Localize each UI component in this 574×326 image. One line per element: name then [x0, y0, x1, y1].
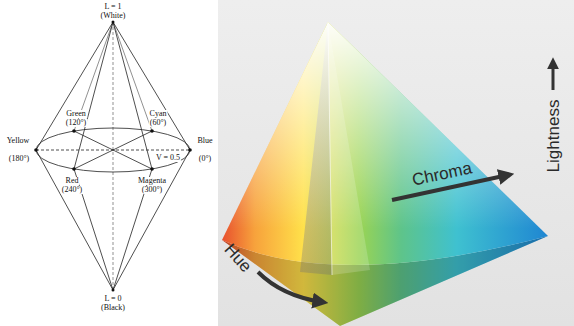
cone-edge — [36, 150, 113, 290]
hue-angle: (0°) — [198, 155, 213, 163]
axis-line — [113, 22, 114, 290]
lightness-arrow — [552, 62, 555, 90]
color-name: Blue — [196, 137, 213, 145]
hexcone-diagram — [36, 22, 190, 290]
spoke — [74, 150, 113, 169]
hue-arrow — [258, 272, 322, 302]
panel-background — [218, 0, 574, 326]
spoke — [74, 131, 113, 150]
lightness-value: L = 0 — [103, 295, 122, 303]
hue-angle: (120°) — [65, 119, 88, 127]
cone-edge — [113, 22, 152, 169]
cut-face — [328, 22, 370, 275]
hue-angle: (60°) — [149, 119, 168, 127]
hue-angle: (180°) — [8, 155, 31, 163]
cone-edge — [36, 22, 113, 150]
hue-point — [72, 129, 76, 133]
cone-edge — [113, 22, 152, 131]
spoke — [113, 131, 152, 150]
hue-angle: (300°) — [141, 186, 164, 194]
cut-face — [300, 22, 332, 275]
cone-edge — [113, 150, 190, 290]
apex-point — [112, 21, 115, 24]
hue-angle: (240°) — [61, 186, 84, 194]
hue-point — [150, 167, 154, 171]
spoke — [113, 150, 152, 169]
color-name: Red — [65, 177, 80, 185]
cone-edge — [113, 22, 190, 150]
hue-points — [34, 21, 192, 292]
hue-point — [34, 148, 38, 152]
color-name: Green — [65, 110, 87, 118]
upper-cone — [222, 22, 548, 265]
hue-point — [188, 148, 192, 152]
hue-point — [72, 167, 76, 171]
lightness-overlay — [222, 22, 548, 265]
apex-point — [112, 289, 115, 292]
color-name: (Black) — [100, 304, 126, 312]
color-name: Yellow — [6, 137, 31, 145]
color-name: (White) — [100, 12, 127, 20]
lightness-value: L = 1 — [103, 3, 122, 11]
color-name: Cyan — [149, 110, 168, 118]
color-name: Magenta — [137, 177, 167, 185]
hue-point — [150, 129, 154, 133]
value-label: V = 0.5 — [155, 154, 181, 162]
cone-edge — [74, 22, 113, 169]
cut-edge — [328, 22, 332, 275]
axis-label: Lightness — [545, 100, 562, 173]
